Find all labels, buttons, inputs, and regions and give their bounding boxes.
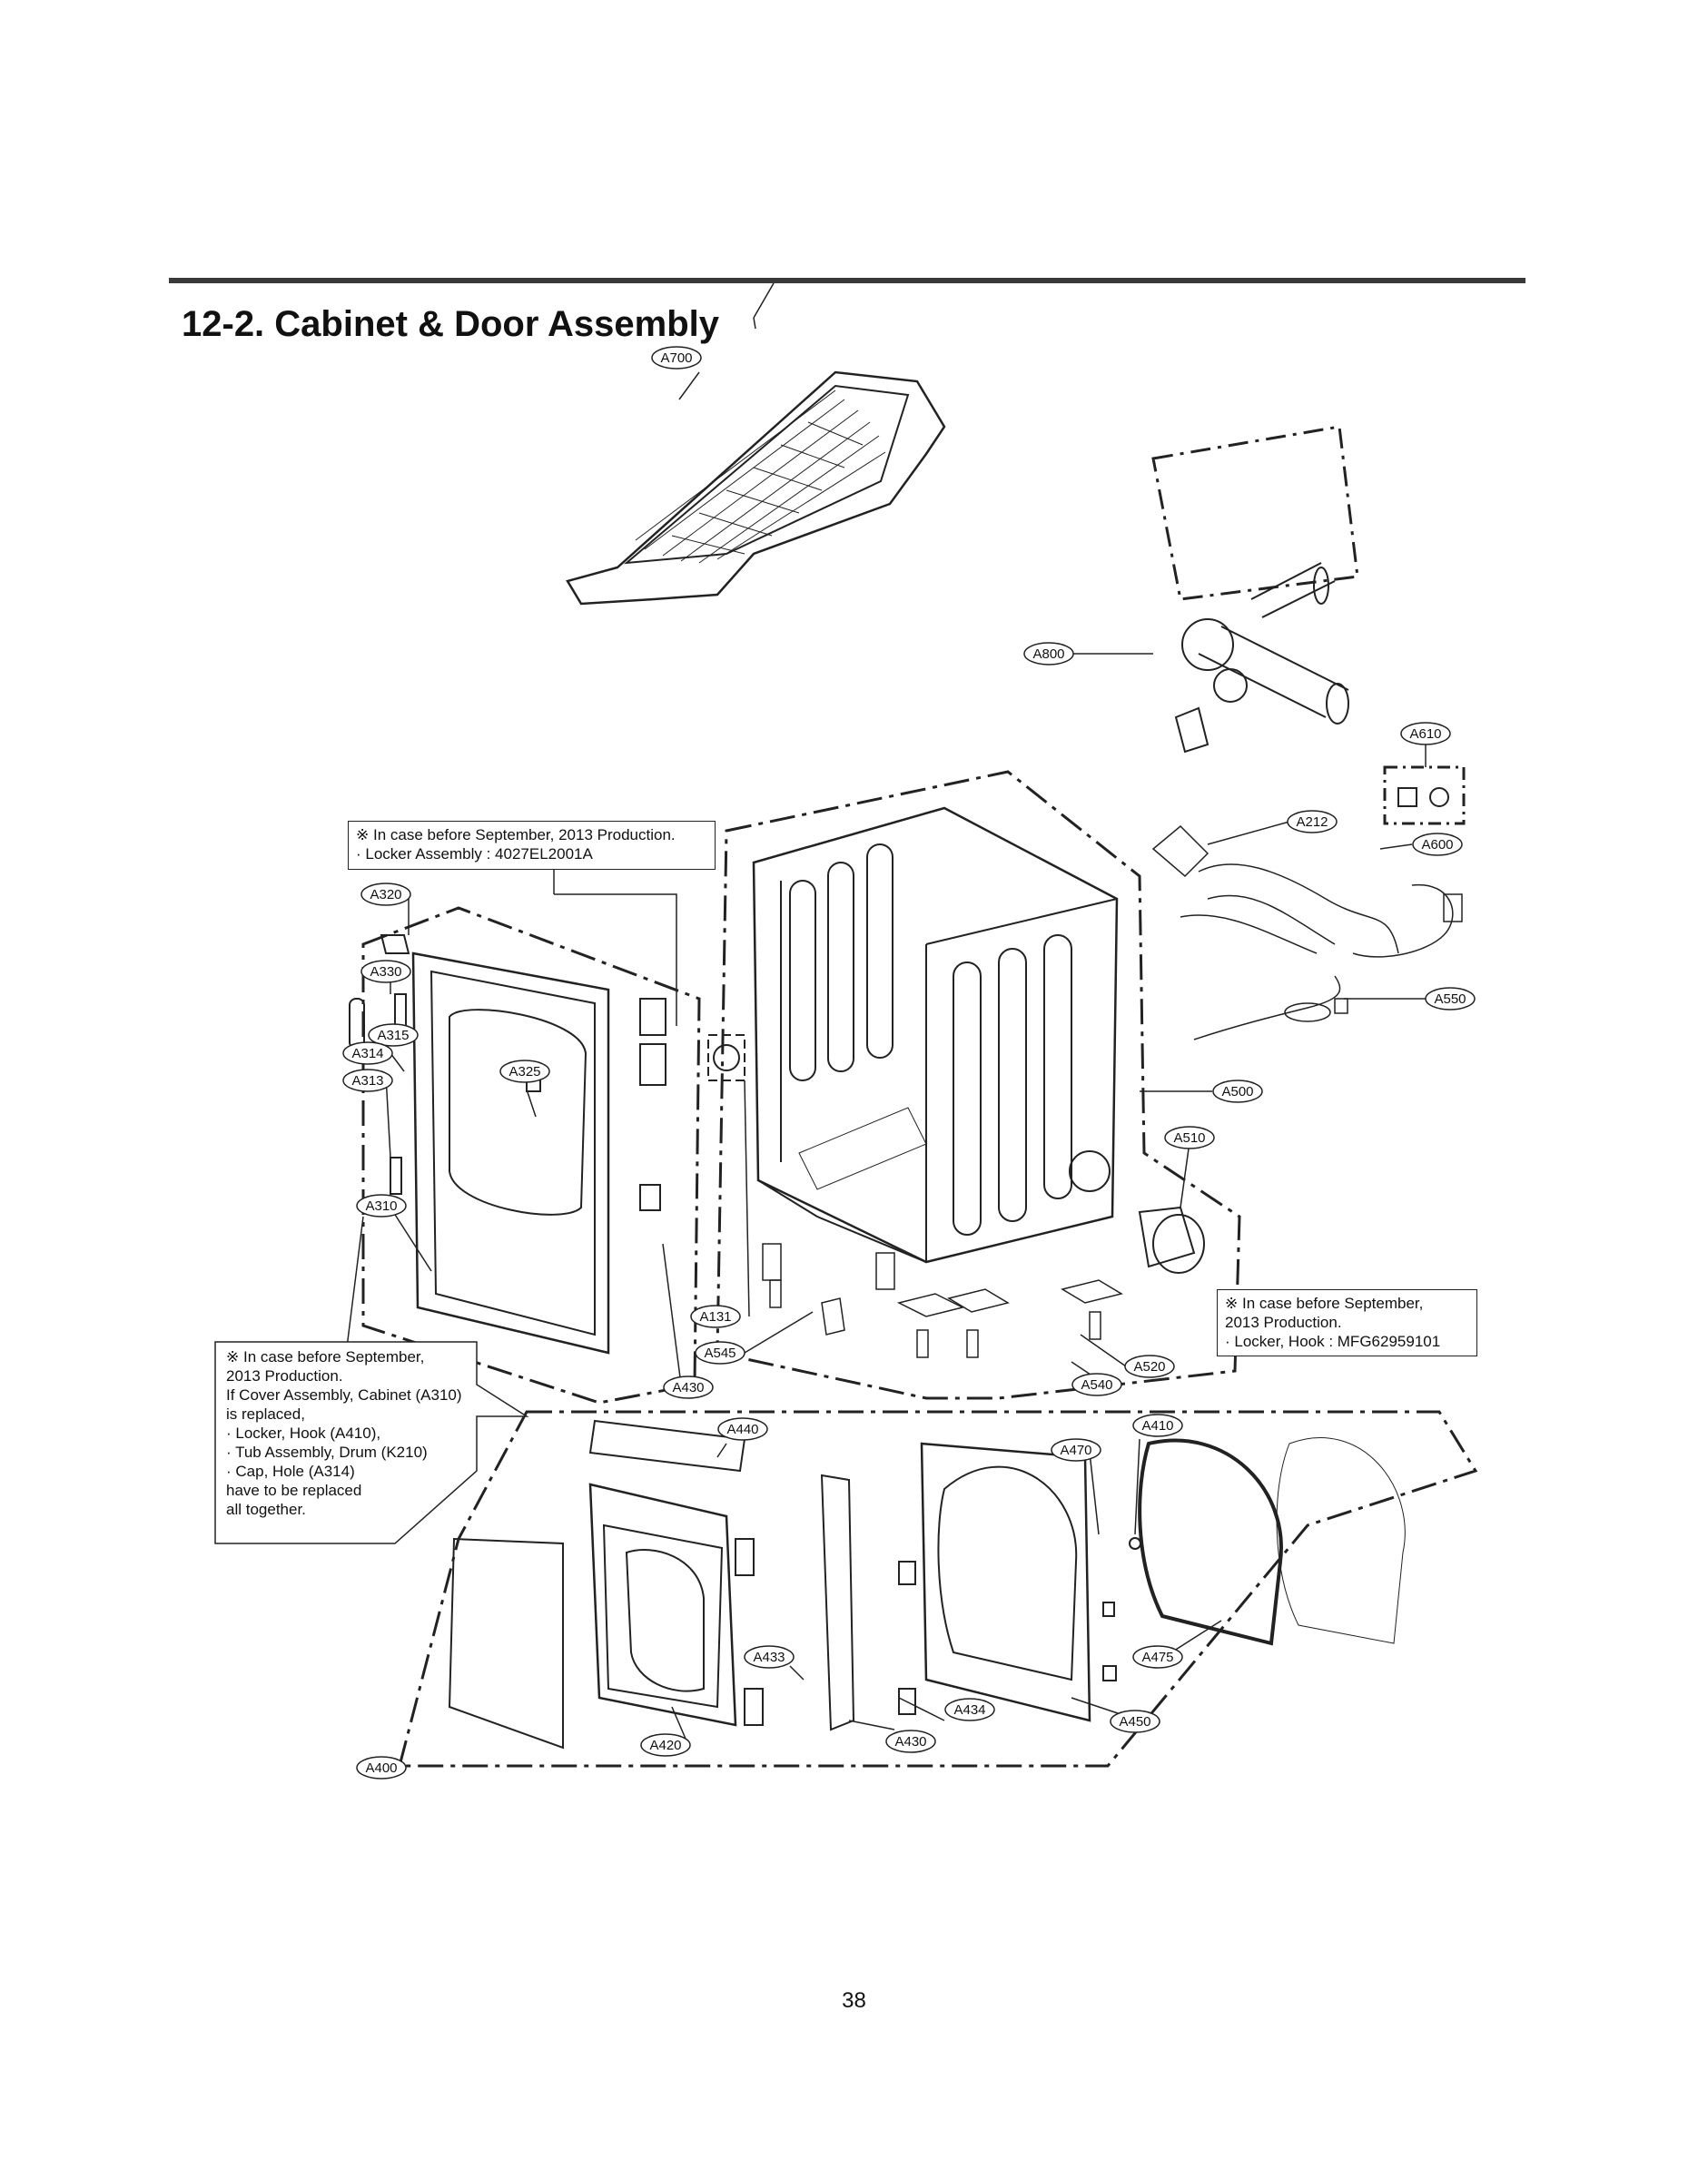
callout-A540: A540 bbox=[1081, 1377, 1112, 1393]
callout-A550: A550 bbox=[1434, 991, 1466, 1007]
note-cover-line4: is replaced, bbox=[226, 1405, 305, 1423]
note-locker-line2: · Locker Assembly : 4027EL2001A bbox=[356, 845, 593, 863]
note-cover-line1: ※ In case before September, bbox=[226, 1348, 425, 1366]
cabinet-body-part bbox=[752, 806, 1119, 1264]
page-number: 38 bbox=[842, 1988, 866, 2013]
note-cover-line2: 2013 Production. bbox=[226, 1367, 343, 1385]
exhaust-port-part bbox=[1138, 1206, 1205, 1274]
note-hook-line3: · Locker, Hook : MFG62959101 bbox=[1225, 1333, 1441, 1350]
exhaust-duct-part bbox=[1174, 562, 1349, 754]
note-cover-replacement: ※ In case before September, 2013 Product… bbox=[226, 1347, 489, 1519]
note-cover-line8: have to be replaced bbox=[226, 1482, 362, 1499]
callout-A610: A610 bbox=[1409, 726, 1441, 742]
callout-A475: A475 bbox=[1141, 1650, 1173, 1665]
callout-A212: A212 bbox=[1296, 814, 1328, 830]
note-locker-hook: ※ In case before September, 2013 Product… bbox=[1217, 1289, 1477, 1356]
note-cover-line7: · Cap, Hole (A314) bbox=[226, 1463, 355, 1480]
door-assembly-part bbox=[448, 1419, 1406, 1750]
callout-A440: A440 bbox=[726, 1422, 758, 1437]
callout-A410: A410 bbox=[1141, 1418, 1173, 1434]
callout-A450: A450 bbox=[1119, 1714, 1150, 1730]
note-hook-line2: 2013 Production. bbox=[1225, 1314, 1342, 1331]
header-rule bbox=[169, 278, 1525, 283]
callout-A510: A510 bbox=[1173, 1130, 1205, 1146]
page-title: 12-2. Cabinet & Door Assembly bbox=[182, 304, 720, 344]
callout-A313: A313 bbox=[351, 1073, 383, 1089]
note-cover-line3: If Cover Assembly, Cabinet (A310) bbox=[226, 1386, 462, 1404]
callout-A325: A325 bbox=[508, 1064, 540, 1080]
callout-A545: A545 bbox=[704, 1346, 736, 1361]
callout-A434: A434 bbox=[953, 1702, 985, 1718]
callout-A310: A310 bbox=[365, 1198, 397, 1214]
note-cover-line5: · Locker, Hook (A410), bbox=[226, 1425, 381, 1442]
callout-A314: A314 bbox=[351, 1046, 383, 1061]
callout-A420: A420 bbox=[649, 1738, 681, 1753]
callout-A315: A315 bbox=[377, 1028, 409, 1043]
callout-A430-bottom: A430 bbox=[894, 1734, 926, 1750]
callout-A700: A700 bbox=[660, 350, 692, 366]
callout-A131: A131 bbox=[699, 1309, 731, 1325]
note-cover-callout-frame bbox=[214, 1341, 529, 1544]
callout-A500: A500 bbox=[1221, 1084, 1253, 1099]
callout-A470: A470 bbox=[1060, 1443, 1091, 1458]
note-locker-line1: ※ In case before September, 2013 Product… bbox=[356, 826, 676, 843]
front-cover-cabinet-part bbox=[349, 934, 666, 1355]
note-cover-line6: · Tub Assembly, Drum (K210) bbox=[226, 1444, 428, 1461]
callout-A430-top: A430 bbox=[672, 1380, 704, 1395]
callout-A433: A433 bbox=[753, 1650, 785, 1665]
callout-A800: A800 bbox=[1032, 646, 1064, 662]
callout-A320: A320 bbox=[370, 887, 401, 902]
callout-A520: A520 bbox=[1133, 1359, 1165, 1375]
note-hook-line1: ※ In case before September, bbox=[1225, 1295, 1424, 1312]
note-locker-assembly: ※ In case before September, 2013 Product… bbox=[348, 821, 716, 870]
leveling-feet-part bbox=[762, 1243, 1123, 1358]
top-cover-part bbox=[566, 370, 946, 606]
callout-A330: A330 bbox=[370, 964, 401, 980]
wiring-harness-part bbox=[1151, 824, 1463, 1040]
note-cover-line9: all together. bbox=[226, 1501, 306, 1518]
callout-A400: A400 bbox=[365, 1760, 397, 1776]
callout-A600: A600 bbox=[1421, 837, 1453, 853]
